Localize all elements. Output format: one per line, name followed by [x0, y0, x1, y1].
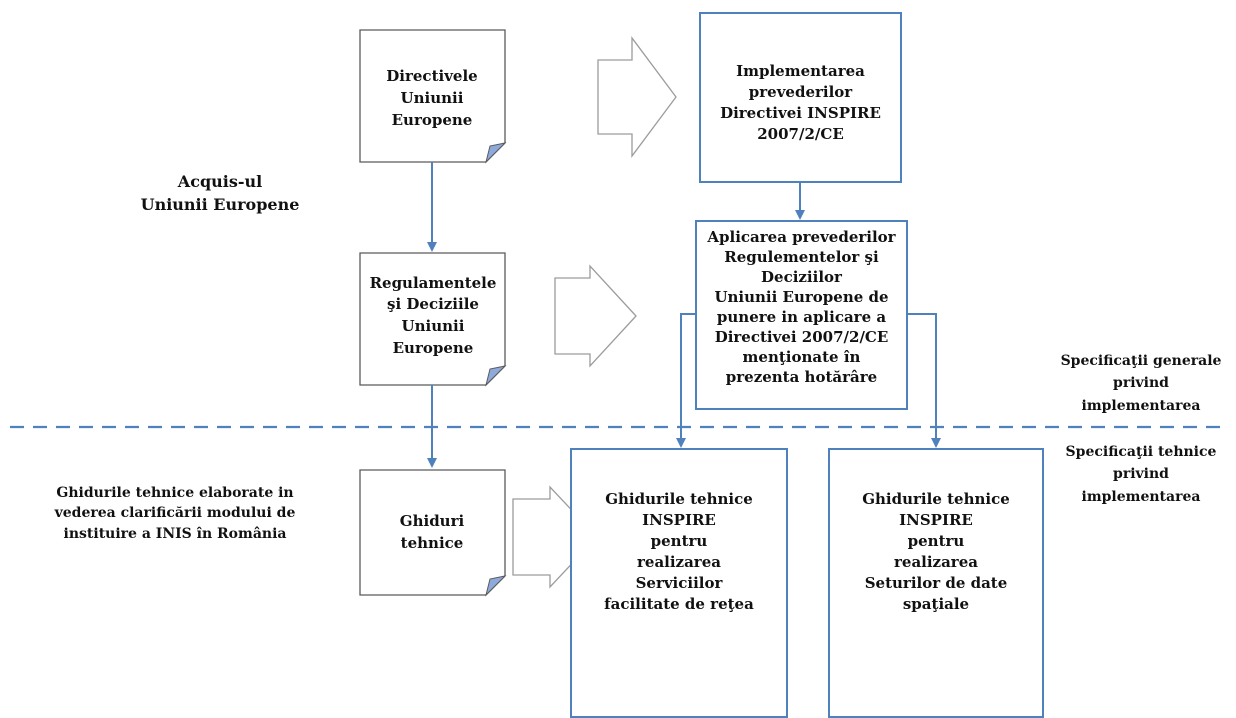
- general-specifications-label: Specificaţii generale privind implementa…: [1060, 353, 1222, 414]
- application-box: Aplicarea prevederilor Regulementelor şi…: [695, 220, 908, 410]
- document-shape-regulations: [359, 252, 507, 387]
- technical-specifications-label: Specificaţii tehnice privind implementar…: [1065, 444, 1217, 505]
- hollow-arrow-right-icon: [597, 36, 677, 158]
- guides-document: Ghiduri tehnice: [399, 512, 465, 552]
- hollow-arrow-right-icon: [554, 264, 637, 368]
- network-services-guides-box: Ghidurile tehnice INSPIRE pentru realiza…: [570, 448, 788, 718]
- spatial-data-guides-box: Ghidurile tehnice INSPIRE pentru realiza…: [828, 448, 1044, 718]
- implementation-box: Implementarea prevederilor Directivei IN…: [699, 12, 902, 183]
- document-shape-guides: [359, 469, 507, 597]
- document-shape-directives: [359, 29, 507, 164]
- technical-guides-label: Ghidurile tehnice elaborate in vederea c…: [54, 485, 296, 542]
- acquis-label: Acquis-ul Uniunii Europene: [140, 172, 300, 215]
- regulations-document: Regulamentele şi Deciziile Uniunii Europ…: [369, 273, 497, 357]
- directives-document: Directivele Uniunii Europene: [386, 67, 478, 129]
